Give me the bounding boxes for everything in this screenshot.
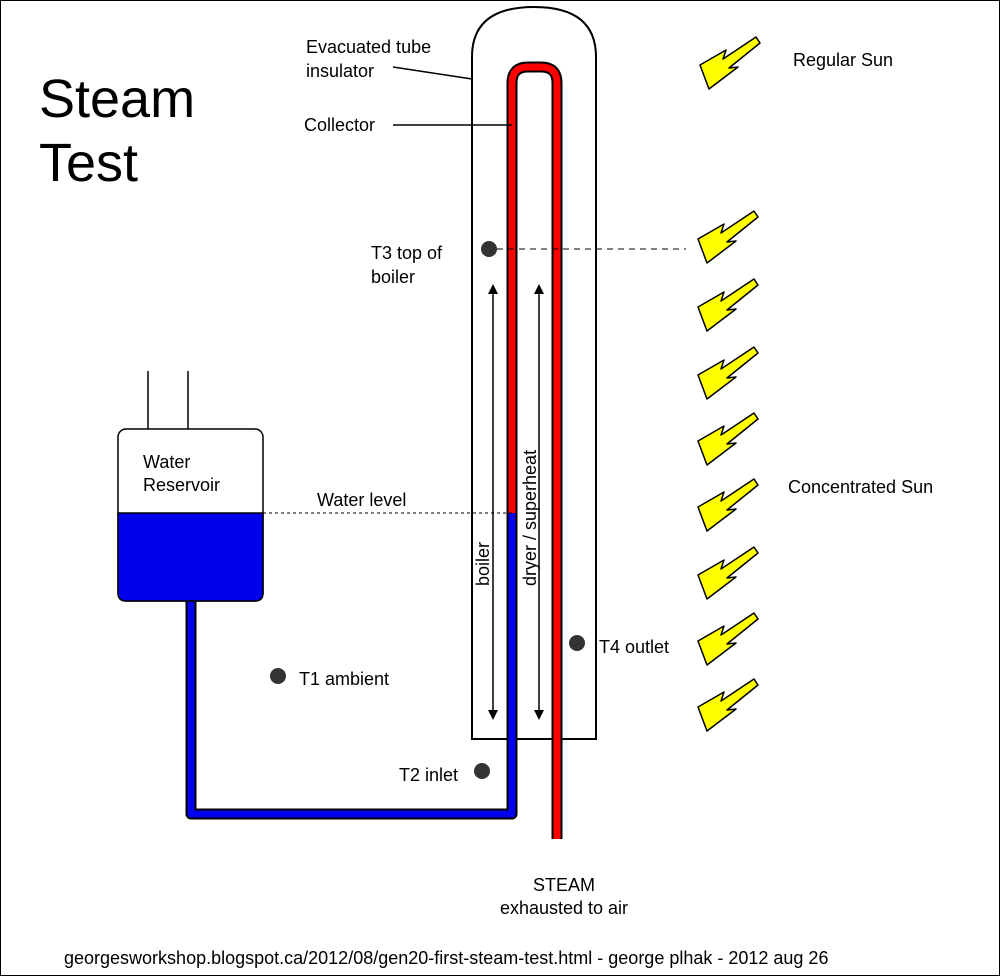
sun-ray-arrow-icon — [697, 546, 759, 600]
sun-ray-arrow-icon — [697, 478, 759, 532]
reservoir-neck — [147, 371, 189, 429]
t2-sensor-dot — [474, 763, 490, 779]
sun-ray-arrow-icon — [697, 210, 759, 264]
reservoir-water — [117, 512, 264, 602]
t3-label-1: T3 top of — [371, 243, 443, 263]
t2-label: T2 inlet — [399, 765, 458, 785]
sun-ray-arrow-icon — [699, 36, 761, 90]
t1-label: T1 ambient — [299, 669, 389, 689]
t4-sensor-dot — [569, 635, 585, 651]
t3-label-2: boiler — [371, 267, 415, 287]
title-line-1: Steam — [39, 69, 195, 129]
sun-ray-arrow-icon — [697, 278, 759, 332]
boiler-label: boiler — [473, 542, 493, 586]
concentrated-sun-label: Concentrated Sun — [788, 477, 933, 497]
t4-label: T4 outlet — [599, 637, 669, 657]
dryer-superheat-label: dryer / superheat — [520, 450, 540, 586]
sun-ray-arrow-icon — [697, 412, 759, 466]
sun-ray-arrow-icon — [697, 346, 759, 400]
evacuated-tube-insulator — [471, 5, 597, 740]
evacuated-tube-callout-line — [392, 66, 473, 80]
credit-footer: georgesworkshop.blogspot.ca/2012/08/gen2… — [64, 948, 828, 968]
steam-label-2: exhausted to air — [500, 898, 628, 918]
title-line-2: Test — [39, 133, 138, 193]
sun-ray-arrow-icon — [697, 678, 759, 732]
t1-sensor-dot — [270, 668, 286, 684]
water-level-label: Water level — [317, 490, 406, 510]
evacuated-tube-label-2: insulator — [306, 61, 374, 81]
evacuated-tube-label-1: Evacuated tube — [306, 37, 431, 57]
water-reservoir-label-2: Reservoir — [143, 475, 220, 495]
steam-label-1: STEAM — [533, 875, 595, 895]
collector-label: Collector — [304, 115, 375, 135]
sun-ray-arrow-icon — [697, 612, 759, 666]
water-reservoir-label-1: Water — [143, 452, 190, 472]
t3-sensor-dot — [481, 241, 497, 257]
regular-sun-label: Regular Sun — [793, 50, 893, 70]
